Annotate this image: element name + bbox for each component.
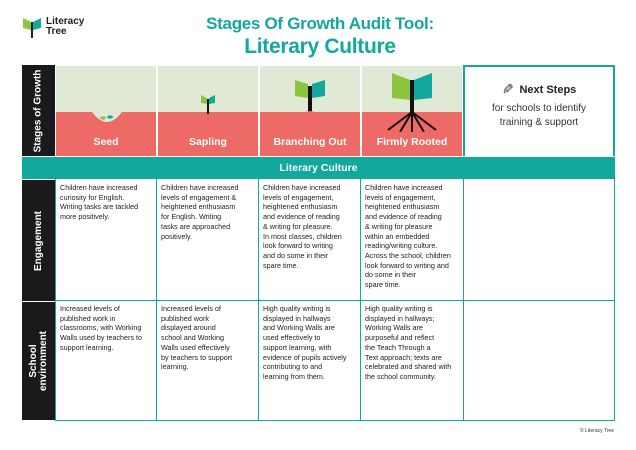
school-branching: High quality writing is displayed in hal… [258, 300, 361, 421]
logo: Literacy Tree [22, 16, 84, 38]
school-next-steps [463, 300, 615, 421]
next-steps-subtitle: for schools to identify training & suppo… [492, 103, 586, 128]
stage-sapling: Sapling [158, 66, 258, 156]
rooted-tree-icon [387, 73, 437, 132]
tree-logo-icon [23, 18, 41, 38]
school-rooted: High quality writing is displayed in hal… [360, 300, 464, 421]
page-title: Stages Of Growth Audit Tool: [206, 14, 434, 33]
engagement-next-steps [463, 179, 615, 301]
copyright: © Literacy Tree [580, 428, 614, 434]
sapling-icon [201, 95, 215, 114]
stage-firmly-rooted: Firmly Rooted [362, 66, 462, 156]
engagement-seed: Children have increased curiosity for En… [55, 179, 157, 301]
seed-icon [92, 112, 122, 122]
section-band: Literary Culture [22, 157, 615, 179]
logo-text: Literacy Tree [46, 16, 85, 37]
pencil-icon: ✎ [501, 81, 514, 97]
stage-seed: Seed [56, 66, 156, 156]
row-label-stages: Stages of Growth [22, 65, 55, 156]
next-steps-panel: ✎ Next Steps for schools to identify tra… [463, 65, 615, 156]
next-steps-title: Next Steps [519, 83, 577, 96]
row-label-engagement: Engagement [22, 180, 55, 301]
engagement-sapling: Children have increased levels of engage… [156, 179, 259, 301]
stage-branching-out: Branching Out [260, 66, 360, 156]
engagement-rooted: Children have increased levels of engage… [360, 179, 464, 301]
school-sapling: Increased levels of published work displ… [156, 300, 259, 421]
branching-tree-icon [295, 80, 325, 114]
school-seed: Increased levels of published work in cl… [55, 300, 157, 421]
engagement-branching: Children have increased levels of engage… [258, 179, 361, 301]
page-subtitle: Literary Culture [244, 35, 396, 58]
row-label-school-environment: School environment [22, 302, 55, 420]
